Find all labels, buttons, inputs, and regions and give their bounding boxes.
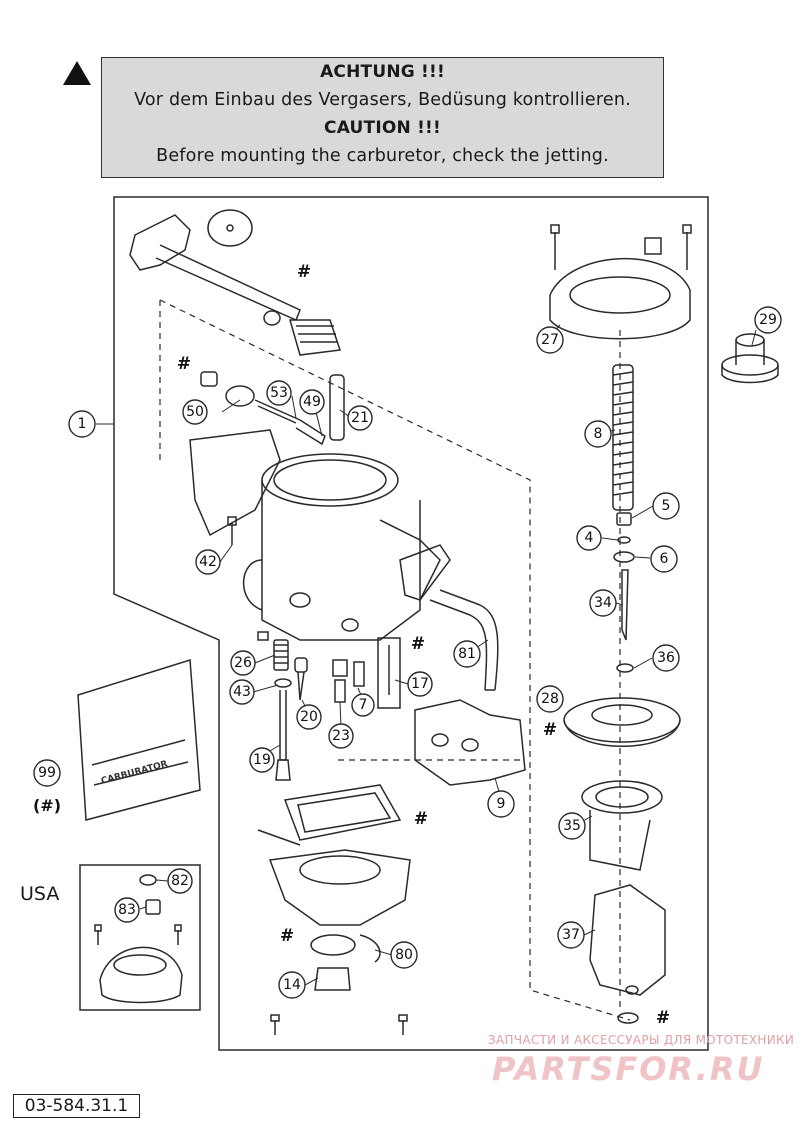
idle-adjust-parts (200, 371, 345, 446)
hash-mark: # (656, 1008, 670, 1028)
callout-23: 23 (332, 728, 350, 744)
slide (581, 780, 663, 871)
hash-mark: # (177, 354, 191, 374)
callout-6: 6 (660, 551, 669, 567)
hash-mark: # (280, 926, 294, 946)
callout-80: 80 (395, 947, 413, 963)
jets (257, 631, 401, 781)
usa-label: USA (20, 883, 60, 905)
callout-29: 29 (759, 312, 777, 328)
spring (612, 364, 634, 511)
caution-heading-en: CAUTION !!! (324, 118, 441, 138)
screw-42-head (227, 516, 237, 526)
callout-1: 1 (78, 416, 87, 432)
top-cap (549, 224, 692, 340)
carburetor-body (189, 429, 499, 691)
hash-mark: # (543, 720, 557, 740)
throttle-shaft-assembly (129, 209, 342, 356)
callout-28: 28 (541, 691, 559, 707)
pump-cover (414, 699, 526, 786)
callout-17: 17 (411, 676, 429, 692)
gasket-bag (77, 659, 201, 821)
hash-marks: # # # # # # # (177, 262, 670, 1028)
caution-heading-de: ACHTUNG !!! (320, 62, 445, 82)
callout-81: 81 (458, 646, 476, 662)
bag-label: CARBURATOR (100, 759, 169, 786)
callout-9: 9 (497, 796, 506, 812)
assembly-frame (113, 196, 709, 1051)
callout-7: 7 (359, 697, 368, 713)
kit-note: (#) (33, 796, 61, 815)
callout-21: 21 (351, 410, 369, 426)
part-6 (613, 551, 635, 563)
callout-35: 35 (563, 818, 581, 834)
callout-numbers: 1 42 50 53 49 21 26 43 19 20 23 7 17 81 … (38, 312, 777, 993)
callout-99: 99 (38, 765, 56, 781)
slide-guide (589, 884, 666, 1024)
callout-circles (33, 306, 782, 999)
callout-4: 4 (585, 530, 594, 546)
needle-34 (621, 569, 629, 641)
hash-mark: # (411, 634, 425, 654)
callout-19: 19 (253, 752, 271, 768)
callout-50: 50 (186, 404, 204, 420)
washer-36 (616, 663, 634, 673)
caution-notice: ACHTUNG !!! Vor dem Einbau des Vergasers… (101, 57, 664, 178)
hash-mark: # (297, 262, 311, 282)
callout-20: 20 (300, 709, 318, 725)
warning-triangle-icon (63, 61, 91, 85)
caution-text-en: Before mounting the carburetor, check th… (156, 146, 609, 166)
callout-14: 14 (283, 977, 301, 993)
callout-53: 53 (270, 385, 288, 401)
callout-5: 5 (662, 498, 671, 514)
callout-82: 82 (171, 873, 189, 889)
callout-49: 49 (303, 394, 321, 410)
hash-mark: # (414, 809, 428, 829)
callout-36: 36 (657, 650, 675, 666)
callout-37: 37 (562, 927, 580, 943)
callout-83: 83 (118, 902, 136, 918)
callout-8: 8 (594, 426, 603, 442)
float-bowl (257, 784, 411, 1035)
watermark-logo: PARTSFOR.RU (492, 1050, 765, 1088)
callout-27: 27 (541, 332, 559, 348)
usa-kit-box (79, 864, 201, 1011)
callout-42: 42 (199, 554, 217, 570)
callout-34: 34 (594, 595, 612, 611)
guide-lines (159, 299, 631, 1021)
part-29 (721, 333, 779, 384)
part-5 (616, 512, 632, 526)
diaphragm (563, 697, 681, 747)
watermark-tagline: ЗАПЧАСТИ И АКСЕССУАРЫ ДЛЯ МОТОТЕХНИКИ (488, 1033, 795, 1047)
caution-text-de: Vor dem Einbau des Vergasers, Bedüsung k… (134, 90, 631, 110)
callout-26: 26 (234, 655, 252, 671)
callout-43: 43 (233, 684, 251, 700)
diagram-part-number: 03-584.31.1 (13, 1094, 140, 1118)
